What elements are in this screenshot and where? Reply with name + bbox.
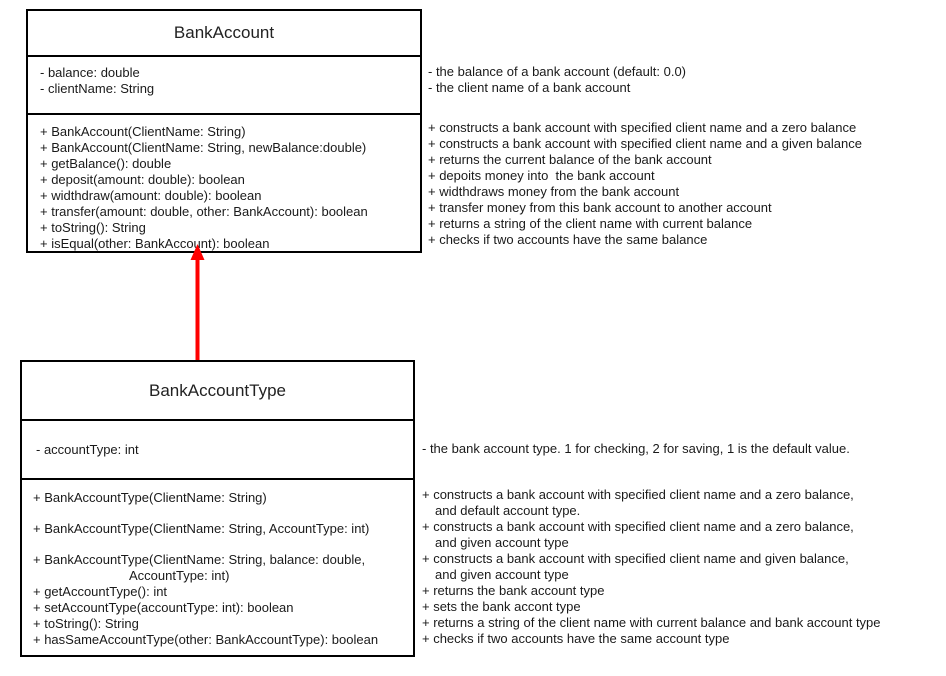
attribute-row: - clientName: String — [40, 81, 155, 96]
operation-row: + getAccountType(): int — [33, 584, 168, 599]
attribute-row: - accountType: int — [36, 441, 139, 457]
operation-row: + widthdraw(amount: double): boolean — [40, 188, 262, 203]
attribute-notes-bank-account-type: - the bank account type. 1 for checking,… — [422, 441, 850, 457]
operation-row: + getBalance(): double — [40, 156, 172, 171]
note-line: - the bank account type. 1 for checking,… — [422, 441, 850, 456]
operation-row-continuation: AccountType: int) — [129, 568, 230, 583]
operation-notes-bank-account: + constructs a bank account with specifi… — [428, 120, 862, 248]
operation-row: + toString(): String — [40, 220, 146, 235]
attributes-compartment-bank-account: - balance: double - clientName: String — [28, 55, 420, 113]
note-line-continuation: and given account type — [435, 567, 569, 582]
operation-notes-bank-account-type: + constructs a bank account with specifi… — [422, 487, 881, 647]
note-line: + checks if two accounts have the same a… — [422, 631, 730, 646]
operation-row: + BankAccount(ClientName: String) — [40, 124, 246, 139]
operations-compartment-bank-account-type: + BankAccountType(ClientName: String) + … — [22, 478, 413, 655]
operation-row: + BankAccount(ClientName: String, newBal… — [40, 140, 367, 155]
note-line: + constructs a bank account with specifi… — [422, 519, 854, 534]
class-name-bank-account: BankAccount — [173, 23, 275, 42]
operation-row: + isEqual(other: BankAccount): boolean — [40, 236, 270, 251]
operation-row: + BankAccountType(ClientName: String, Ac… — [33, 521, 370, 536]
note-line: + depoits money into the bank account — [428, 168, 655, 183]
operation-row: + transfer(amount: double, other: BankAc… — [40, 204, 368, 219]
note-line: + returns the bank account type — [422, 583, 605, 598]
note-line: + returns a string of the client name wi… — [428, 216, 753, 231]
inheritance-arrow-bankaccounttype-to-bankaccount — [190, 244, 205, 368]
attribute-notes-bank-account: - the balance of a bank account (default… — [428, 64, 686, 96]
note-line: + constructs a bank account with specifi… — [428, 136, 862, 151]
note-line: + returns the current balance of the ban… — [428, 152, 712, 167]
note-line: + constructs a bank account with specifi… — [428, 120, 857, 135]
operation-row: + deposit(amount: double): boolean — [40, 172, 245, 187]
note-line: + transfer money from this bank account … — [428, 200, 772, 215]
note-line: + returns a string of the client name wi… — [422, 615, 881, 630]
operation-row: + BankAccountType(ClientName: String, ba… — [33, 552, 366, 567]
attribute-row: - balance: double — [40, 65, 140, 80]
class-name-bank-account-type: BankAccountType — [148, 380, 287, 400]
operation-row: + BankAccountType(ClientName: String) — [33, 490, 267, 505]
note-line-continuation: and default account type. — [435, 503, 581, 518]
note-line-continuation: and given account type — [435, 535, 569, 550]
operation-row: + toString(): String — [33, 616, 139, 631]
uml-class-bank-account[interactable]: BankAccount - balance: double - clientNa… — [26, 9, 422, 253]
attributes-compartment-bank-account-type: - accountType: int — [22, 419, 413, 478]
note-line: + constructs a bank account with specifi… — [422, 551, 849, 566]
note-line: + widthdraws money from the bank account — [428, 184, 680, 199]
note-line: + constructs a bank account with specifi… — [422, 487, 854, 502]
operation-row: + hasSameAccountType(other: BankAccountT… — [33, 632, 379, 647]
note-line: - the balance of a bank account (default… — [428, 64, 687, 79]
uml-class-bank-account-type[interactable]: BankAccountType - accountType: int + Ban… — [20, 360, 415, 657]
note-line: + sets the bank accont type — [422, 599, 581, 614]
operation-row: + setAccountType(accountType: int): bool… — [33, 600, 294, 615]
note-line: + checks if two accounts have the same b… — [428, 232, 708, 247]
note-line: - the client name of a bank account — [428, 80, 631, 95]
operations-compartment-bank-account: + BankAccount(ClientName: String) + Bank… — [28, 113, 420, 259]
